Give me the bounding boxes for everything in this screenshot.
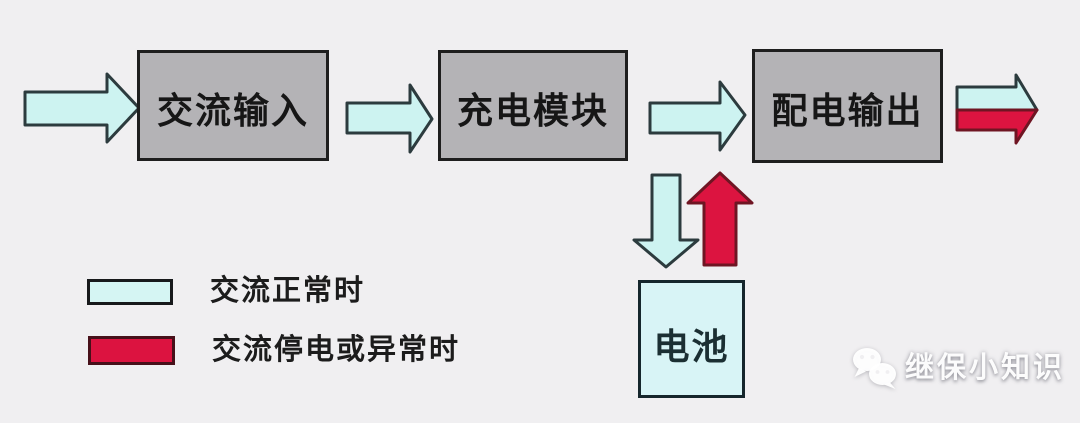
node-dist-output: 配电输出 — [752, 49, 943, 163]
node-charge-module: 充电模块 — [438, 50, 628, 161]
arrow-charge-to-battery-icon — [632, 173, 700, 269]
legend-swatch-normal-rect — [87, 278, 173, 305]
legend-label-normal: 交流正常时 — [210, 275, 366, 307]
legend-label-abnormal: 交流停电或异常时 — [212, 334, 461, 366]
watermark-text: 继保小知识 — [905, 351, 1066, 384]
legend-item-normal: 交流正常时 — [87, 277, 365, 306]
arrow-output-normal-half-icon — [955, 73, 1039, 112]
arrow-mains-to-ac-input-icon — [23, 72, 141, 144]
node-charge-module-label: 充电模块 — [456, 90, 609, 131]
arrow-charge-to-dist-icon — [648, 80, 747, 152]
node-ac-input: 交流输入 — [137, 50, 329, 161]
watermark: 继保小知识 — [850, 346, 1065, 390]
node-ac-input-label: 交流输入 — [156, 90, 309, 131]
legend-swatch-abnormal — [88, 336, 175, 365]
wechat-icon — [853, 348, 896, 389]
arrow-battery-to-dist-icon — [686, 171, 754, 267]
legend-item-abnormal: 交流停电或异常时 — [88, 336, 460, 365]
arrow-ac-input-to-charge-icon — [345, 83, 434, 154]
legend-swatch-abnormal-rect — [88, 336, 175, 365]
node-battery-label: 电池 — [653, 327, 730, 367]
node-dist-output-label: 配电输出 — [771, 91, 924, 131]
arrow-output-abnormal-half-icon — [955, 108, 1039, 145]
legend-swatch-normal — [87, 278, 173, 305]
node-battery: 电池 — [638, 280, 745, 398]
